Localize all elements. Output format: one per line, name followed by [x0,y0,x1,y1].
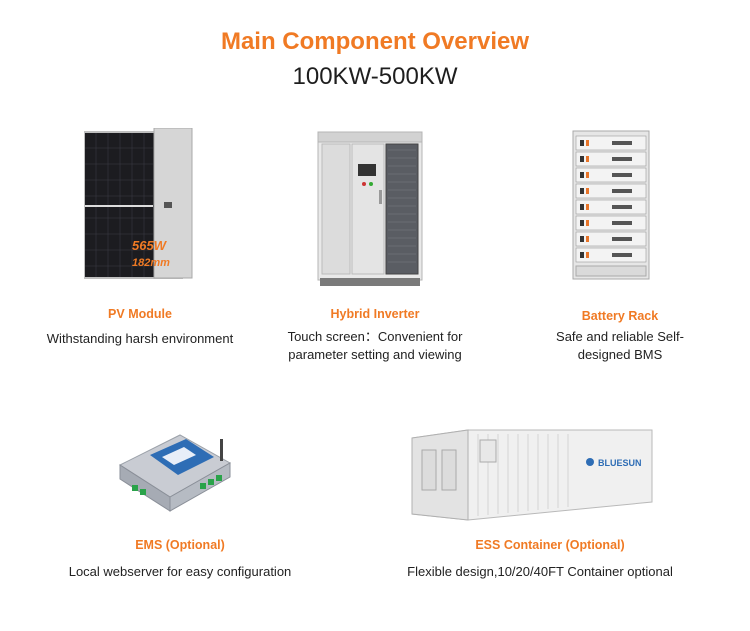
pv-module-label: PV Module [108,307,172,321]
battery-rack-image [572,130,652,282]
battery-rack-label: Battery Rack [581,309,659,323]
hybrid-inverter-label: Hybrid Inverter [330,307,420,321]
battery-rack-description-line2: designed BMS [577,347,663,362]
ess-container-image: BLUESUN [408,428,654,524]
page-title: Main Component Overview [220,28,530,55]
battery-rack-description: Safe and reliable Self- designed BMS [520,328,720,364]
hybrid-inverter-image [316,130,426,290]
bluesun-logo-text: BLUESUN [598,458,642,468]
battery-rack-description-line1: Safe and reliable Self- [556,329,684,344]
ess-container-description: Flexible design,10/20/40FT Container opt… [407,564,673,579]
ess-container-label: ESS Container (Optional) [475,538,625,552]
pv-module-description: Withstanding harsh environment [46,331,234,346]
pv-wattage-text: 565W [132,238,168,253]
ems-image [110,425,240,525]
ems-description: Local webserver for easy configuration [68,564,292,579]
ems-label: EMS (Optional) [135,538,225,552]
hybrid-inverter-description-line1: Touch screen：Convenient for [287,329,463,344]
pv-module-image: 565W 182mm [84,128,194,280]
page-subtitle: 100KW-500KW [292,63,458,90]
hybrid-inverter-description: Touch screen：Convenient for parameter se… [260,328,490,364]
hybrid-inverter-description-line2: parameter setting and viewing [288,347,462,362]
pv-size-text: 182mm [132,257,170,269]
